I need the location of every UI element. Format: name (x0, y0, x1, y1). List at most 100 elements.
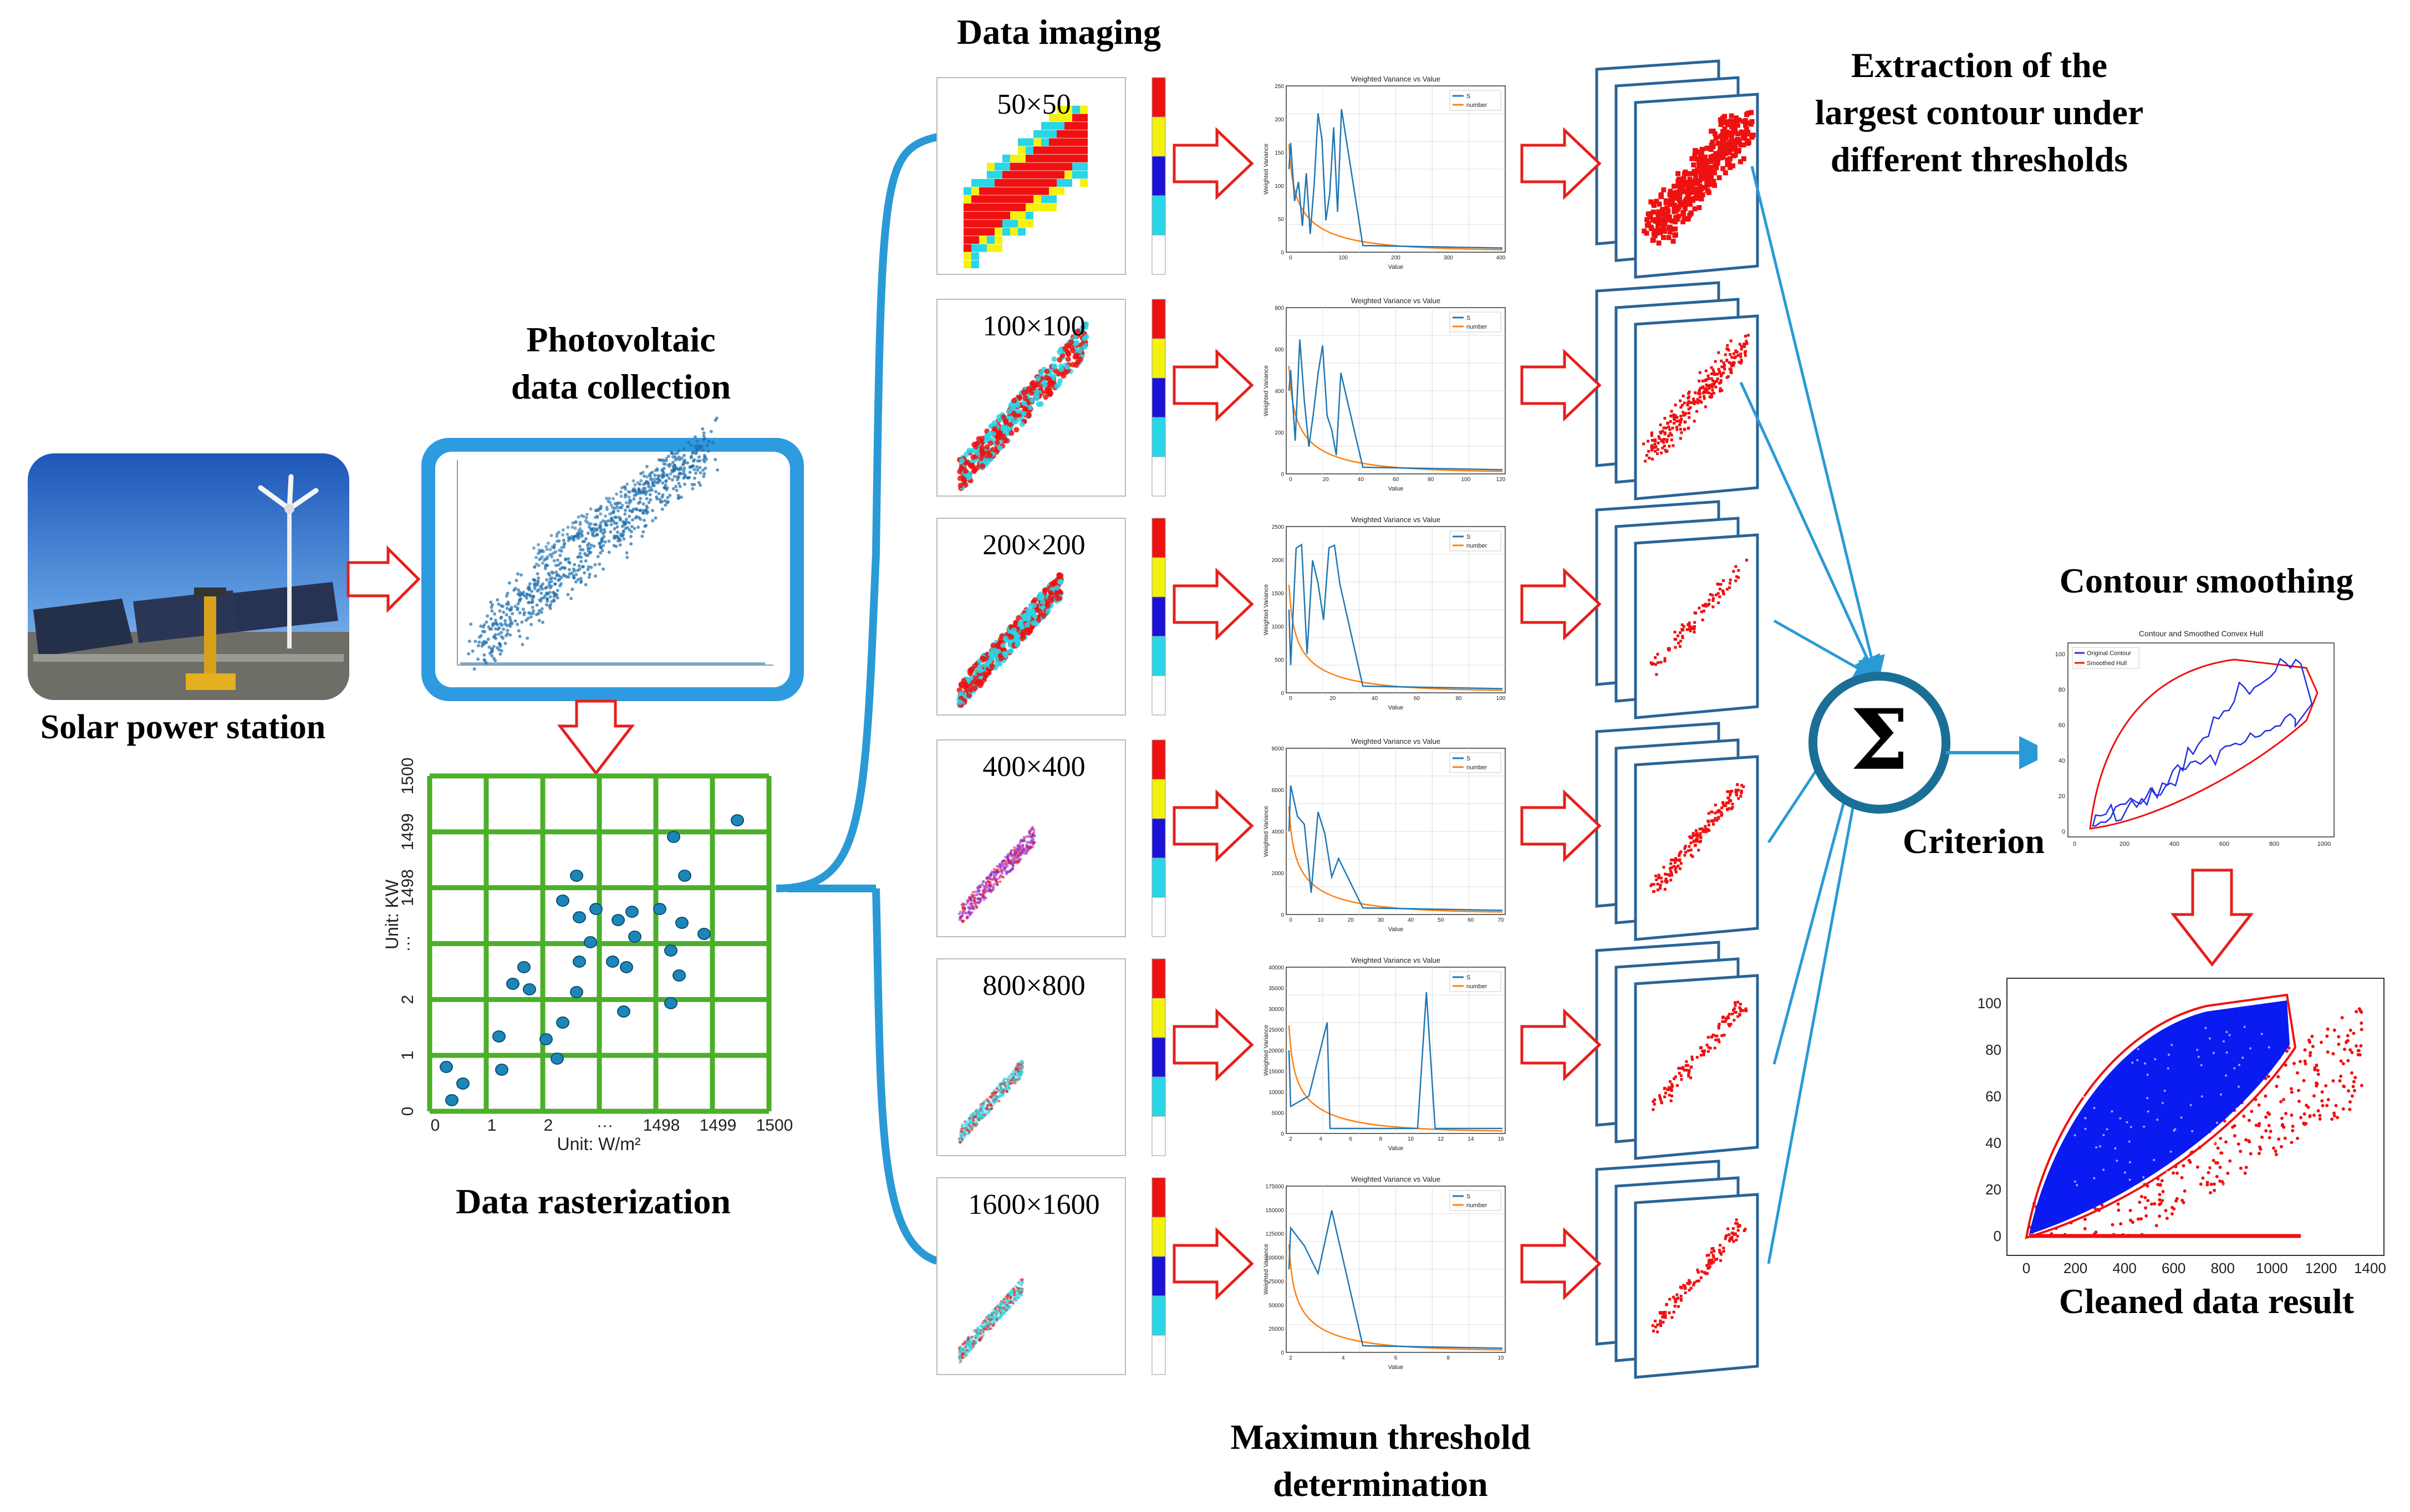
contour-pixel (1707, 1046, 1710, 1049)
colorbar-segment (1151, 675, 1166, 716)
heatmap-point (1031, 602, 1037, 609)
contour-pixel (1747, 334, 1750, 337)
pv-point (610, 511, 614, 515)
pv-point (586, 568, 590, 571)
heatmap-point (987, 651, 993, 657)
smoothing-xtick: 1000 (2317, 841, 2331, 847)
contour-pixel (1689, 849, 1693, 852)
heatmap-cell (1041, 187, 1049, 195)
contour-pixel (1717, 601, 1720, 605)
pv-point (701, 458, 705, 462)
heatmap-point (1010, 855, 1013, 858)
variance-xtick: 300 (1444, 255, 1453, 261)
variance-title: Weighted Variance vs Value (1351, 515, 1440, 524)
pv-point (609, 523, 613, 527)
pv-point (554, 550, 558, 554)
pv-point (613, 527, 616, 531)
heatmap-point (967, 671, 974, 676)
contour-pixel (1683, 401, 1686, 405)
contour-pixel (1725, 359, 1729, 362)
contour-pixel (1735, 122, 1740, 128)
heatmap-cell (979, 187, 987, 195)
heatmap-cell (1002, 187, 1010, 195)
contour-pixel (1692, 169, 1698, 175)
contour-pixel (1669, 420, 1672, 423)
heatmap-point (1038, 401, 1044, 407)
pv-point (479, 634, 483, 637)
contour-pixel (1716, 583, 1719, 586)
heatmap-point (1045, 608, 1051, 614)
heatmap-point (969, 462, 975, 468)
contour-pixel (1739, 1003, 1742, 1006)
pv-point (537, 576, 541, 580)
heatmap-cell (1018, 171, 1026, 179)
pv-point (688, 471, 692, 474)
heatmap-point (1057, 357, 1063, 363)
heatmap-point (1042, 588, 1048, 594)
heatmap-point (1027, 405, 1033, 411)
contour-pixel (1717, 1025, 1720, 1028)
contour-pixel (1688, 1279, 1691, 1282)
pv-point (699, 471, 702, 474)
outlier-point (2338, 1079, 2342, 1082)
heatmap-point (993, 648, 1000, 654)
heatmap-point (967, 687, 974, 693)
outlier-point (2199, 1182, 2203, 1186)
heatmap-cell (1064, 171, 1072, 179)
pv-point (493, 619, 497, 622)
pv-point (562, 545, 565, 549)
outlier-point (2254, 1123, 2258, 1127)
heatmap-point (960, 903, 964, 907)
cleaned-ytick: 60 (1985, 1088, 2001, 1105)
contour-pixel (1687, 396, 1690, 400)
heatmap-point (971, 891, 975, 894)
contour-pixel (1720, 359, 1723, 362)
contour-pixel (1687, 1075, 1690, 1078)
contour-pixel (1670, 1082, 1673, 1086)
pv-point (552, 599, 556, 603)
contour-pixel (1731, 1009, 1735, 1012)
contour-pixel (1719, 1259, 1723, 1262)
pv-point (554, 564, 558, 568)
pv-point (482, 625, 485, 629)
heatmap-cell (1018, 211, 1026, 219)
contour-pixel (1651, 1324, 1654, 1327)
variance-ytick: 35000 (1268, 986, 1284, 992)
contour-pixel (1713, 819, 1716, 822)
contour-pixel (1654, 656, 1657, 659)
contour-pixel (1711, 389, 1714, 392)
contour-pixel (1708, 395, 1711, 399)
contour-pixel (1698, 399, 1701, 402)
contour-pixel (1694, 156, 1700, 162)
heatmap-cell (1010, 154, 1018, 162)
heatmap-point (987, 1100, 990, 1104)
pv-point (561, 533, 564, 537)
contour-pixel (1684, 1064, 1688, 1067)
contour-pixel (1688, 411, 1690, 415)
pv-point (496, 598, 500, 602)
pv-point (550, 552, 554, 556)
heatmap-point (990, 1107, 993, 1110)
pv-point (615, 530, 619, 534)
contour-frame (1634, 755, 1759, 941)
contour-pixel (1654, 663, 1657, 666)
variance-ytick: 100 (1275, 183, 1284, 190)
contour-pixel (1659, 876, 1663, 880)
heatmap-point (998, 865, 1002, 868)
contour-pixel (1677, 1305, 1680, 1308)
pv-point (574, 580, 578, 584)
pv-point (581, 540, 585, 544)
heatmap-cell (1057, 154, 1064, 162)
heatmap-cell (1026, 138, 1033, 146)
heatmap-cell (1033, 138, 1041, 146)
pv-point (656, 481, 660, 484)
pv-point (672, 474, 676, 478)
pv-point (526, 636, 529, 640)
contour-pixel (1710, 395, 1714, 399)
pv-point (664, 479, 668, 483)
contour-pixel (1688, 390, 1691, 394)
contour-frame (1634, 974, 1759, 1160)
contour-pixel (1684, 412, 1688, 415)
